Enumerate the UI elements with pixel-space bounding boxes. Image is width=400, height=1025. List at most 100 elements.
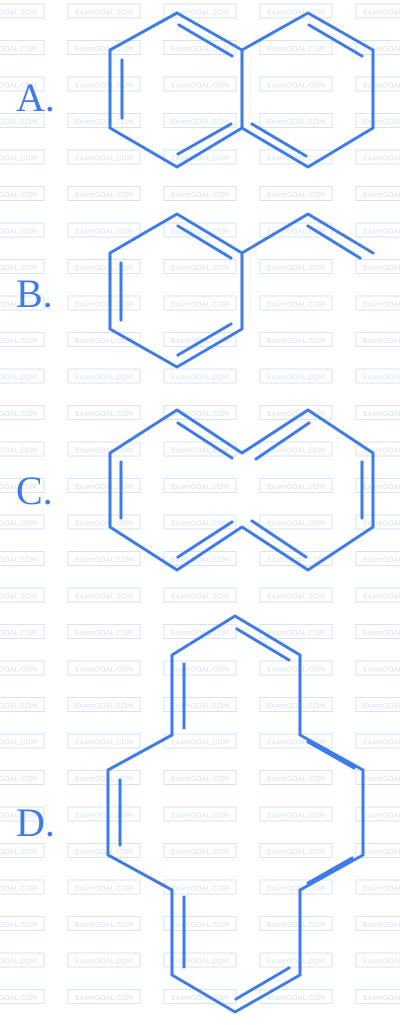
watermark-text: ExamGOAL.COM: [171, 9, 229, 17]
watermark-tile: ExamGOAL.COM: [67, 332, 141, 347]
watermark-text: ExamGOAL.COM: [363, 374, 400, 382]
watermark-tile: ExamGOAL.COM: [67, 76, 141, 92]
watermark-tile: ExamGOAL.COM: [67, 405, 141, 420]
watermark-tile: ExamGOAL.COM: [355, 952, 400, 968]
watermark-text: ExamGOAL.COM: [363, 45, 400, 53]
watermark-text: ExamGOAL.COM: [0, 228, 37, 236]
watermark-tile: ExamGOAL.COM: [67, 441, 141, 457]
watermark-tile: ExamGOAL.COM: [163, 3, 237, 19]
watermark-tile: ExamGOAL.COM: [355, 149, 400, 165]
watermark-text: ExamGOAL.COM: [0, 374, 37, 382]
watermark-text: ExamGOAL.COM: [171, 228, 229, 236]
watermark-tile: ExamGOAL.COM: [355, 76, 400, 92]
watermark-text: ExamGOAL.COM: [363, 629, 400, 637]
watermark-text: ExamGOAL.COM: [267, 629, 325, 637]
watermark-text: ExamGOAL.COM: [267, 118, 325, 126]
watermark-text: ExamGOAL.COM: [267, 82, 325, 90]
watermark-tile: ExamGOAL.COM: [0, 259, 45, 274]
watermark-tile: ExamGOAL.COM: [259, 587, 333, 603]
watermark-text: ExamGOAL.COM: [267, 45, 325, 53]
watermark-tile: ExamGOAL.COM: [355, 551, 400, 566]
watermark-tile: ExamGOAL.COM: [163, 843, 237, 858]
watermark-text: ExamGOAL.COM: [363, 593, 400, 601]
watermark-tile: ExamGOAL.COM: [355, 879, 400, 895]
watermark-text: ExamGOAL.COM: [0, 410, 37, 418]
watermark-text: ExamGOAL.COM: [75, 593, 133, 601]
watermark-text: ExamGOAL.COM: [75, 447, 133, 455]
watermark-tile: ExamGOAL.COM: [259, 843, 333, 858]
watermark-tile: ExamGOAL.COM: [355, 222, 400, 238]
watermark-tile: ExamGOAL.COM: [355, 40, 400, 55]
watermark-text: ExamGOAL.COM: [363, 848, 400, 856]
watermark-tile: ExamGOAL.COM: [259, 806, 333, 822]
watermark-text: ExamGOAL.COM: [75, 155, 133, 163]
watermark-text: ExamGOAL.COM: [363, 885, 400, 893]
watermark-text: ExamGOAL.COM: [171, 264, 229, 272]
watermark-tile: ExamGOAL.COM: [67, 952, 141, 968]
watermark-text: ExamGOAL.COM: [171, 191, 229, 199]
watermark-text: ExamGOAL.COM: [75, 921, 133, 929]
watermark-text: ExamGOAL.COM: [363, 264, 400, 272]
watermark-tile: ExamGOAL.COM: [355, 3, 400, 19]
watermark-text: ExamGOAL.COM: [75, 9, 133, 17]
watermark-text: ExamGOAL.COM: [171, 739, 229, 747]
watermark-text: ExamGOAL.COM: [267, 666, 325, 674]
watermark-tile: ExamGOAL.COM: [355, 770, 400, 785]
watermark-tile: ExamGOAL.COM: [0, 76, 45, 92]
watermark-text: ExamGOAL.COM: [363, 702, 400, 710]
watermark-text: ExamGOAL.COM: [75, 82, 133, 90]
watermark-text: ExamGOAL.COM: [267, 958, 325, 966]
watermark-text: ExamGOAL.COM: [0, 885, 37, 893]
watermark-tile: ExamGOAL.COM: [355, 624, 400, 639]
watermark-text: ExamGOAL.COM: [0, 994, 37, 1002]
watermark-text: ExamGOAL.COM: [267, 483, 325, 491]
watermark-tile: ExamGOAL.COM: [67, 989, 141, 1004]
watermark-text: ExamGOAL.COM: [363, 812, 400, 820]
watermark-text: ExamGOAL.COM: [75, 228, 133, 236]
watermark-text: ExamGOAL.COM: [75, 45, 133, 53]
watermark-text: ExamGOAL.COM: [0, 301, 37, 309]
watermark-text: ExamGOAL.COM: [267, 921, 325, 929]
watermark-tile: ExamGOAL.COM: [163, 113, 237, 128]
structure-c: [108, 408, 375, 572]
watermark-text: ExamGOAL.COM: [267, 228, 325, 236]
watermark-text: ExamGOAL.COM: [0, 337, 37, 345]
watermark-tile: ExamGOAL.COM: [163, 916, 237, 931]
watermark-text: ExamGOAL.COM: [267, 374, 325, 382]
watermark-text: ExamGOAL.COM: [267, 520, 325, 528]
watermark-tile: ExamGOAL.COM: [163, 76, 237, 92]
watermark-tile: ExamGOAL.COM: [163, 660, 237, 676]
watermark-tile: ExamGOAL.COM: [163, 478, 237, 493]
watermark-tile: ExamGOAL.COM: [163, 259, 237, 274]
watermark-text: ExamGOAL.COM: [267, 775, 325, 783]
watermark-text: ExamGOAL.COM: [363, 958, 400, 966]
watermark-tile: ExamGOAL.COM: [355, 989, 400, 1004]
watermark-tile: ExamGOAL.COM: [163, 770, 237, 785]
watermark-text: ExamGOAL.COM: [75, 958, 133, 966]
watermark-text: ExamGOAL.COM: [75, 556, 133, 564]
watermark-text: ExamGOAL.COM: [171, 118, 229, 126]
watermark-tile: ExamGOAL.COM: [259, 76, 333, 92]
watermark-tile: ExamGOAL.COM: [259, 368, 333, 384]
watermark-text: ExamGOAL.COM: [267, 301, 325, 309]
watermark-text: ExamGOAL.COM: [171, 301, 229, 309]
option-a-label: A.: [16, 75, 55, 120]
watermark-tile: ExamGOAL.COM: [163, 222, 237, 238]
watermark-tile: ExamGOAL.COM: [163, 405, 237, 420]
watermark-text: ExamGOAL.COM: [0, 264, 37, 272]
watermark-tile: ExamGOAL.COM: [67, 222, 141, 238]
watermark-text: ExamGOAL.COM: [75, 739, 133, 747]
watermark-tile: ExamGOAL.COM: [67, 733, 141, 749]
watermark-text: ExamGOAL.COM: [171, 520, 229, 528]
watermark-text: ExamGOAL.COM: [171, 702, 229, 710]
watermark-tile: ExamGOAL.COM: [259, 879, 333, 895]
watermark-tile: ExamGOAL.COM: [0, 551, 45, 566]
watermark-text: ExamGOAL.COM: [363, 520, 400, 528]
watermark-tile: ExamGOAL.COM: [355, 916, 400, 931]
watermark-text: ExamGOAL.COM: [0, 775, 37, 783]
watermark-tile: ExamGOAL.COM: [355, 368, 400, 384]
watermark-tile: ExamGOAL.COM: [67, 259, 141, 274]
watermark-tile: ExamGOAL.COM: [67, 624, 141, 639]
watermark-text: ExamGOAL.COM: [363, 556, 400, 564]
